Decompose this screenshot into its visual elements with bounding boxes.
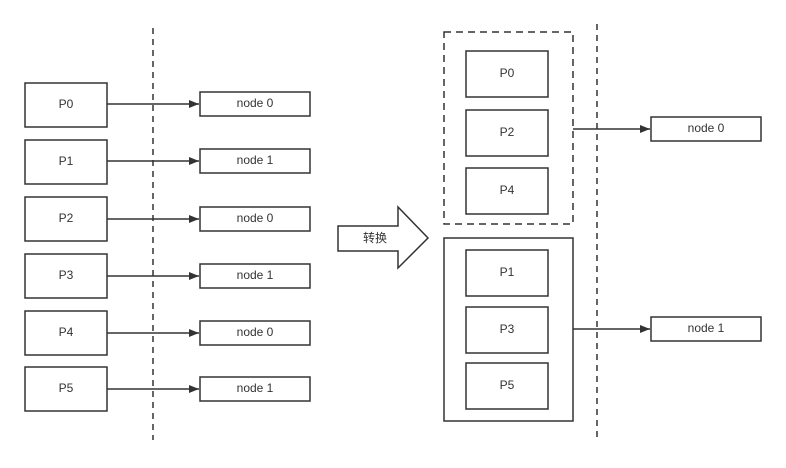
partition-label: P4 (500, 183, 515, 197)
partition-box (465, 306, 549, 354)
partition-label: P5 (500, 378, 515, 392)
partition-label: P5 (59, 381, 74, 395)
partition-label: P1 (59, 154, 74, 168)
partition-label: P1 (500, 265, 515, 279)
node-label: node 1 (688, 321, 725, 335)
left-row-2: P2 node 0 (24, 196, 311, 242)
partition-box (465, 109, 549, 157)
partition-box (24, 366, 108, 412)
partition-box (24, 139, 108, 185)
partition-box (24, 82, 108, 128)
node-box (199, 376, 311, 402)
partition-label: P2 (500, 125, 515, 139)
transform-label: 转换 (363, 230, 387, 245)
block-arrow-shape (337, 205, 430, 270)
partition-label: P0 (500, 66, 515, 80)
left-row-3: P3 node 1 (24, 253, 311, 299)
left-row-4: P4 node 0 (24, 310, 311, 356)
partition-label: P4 (59, 325, 74, 339)
node-label: node 1 (237, 268, 274, 282)
node-label: node 1 (237, 153, 274, 167)
partition-box (465, 167, 549, 215)
partition-label: P2 (59, 211, 74, 225)
partition-box (465, 249, 549, 297)
group-border-dashed (443, 31, 574, 225)
left-row-1: P1 node 1 (24, 139, 311, 185)
node-label: node 0 (237, 96, 274, 110)
node-box (199, 91, 311, 117)
node-box (199, 263, 311, 289)
left-row-0: P0 node 0 (24, 82, 311, 128)
node-box (650, 116, 762, 142)
node-box (199, 206, 311, 232)
node-label: node 0 (237, 325, 274, 339)
node-label: node 0 (688, 121, 725, 135)
partition-box (24, 310, 108, 356)
partition-label: P3 (500, 322, 515, 336)
transform-arrow: 转换 (337, 205, 430, 270)
right-group-0: P0 P2 P4 node 0 (443, 31, 762, 225)
right-group-1: P1 P3 P5 node 1 (443, 237, 762, 422)
node-box (199, 320, 311, 346)
node-box (650, 316, 762, 342)
node-label: node 1 (237, 381, 274, 395)
partition-box (465, 362, 549, 410)
partition-label: P0 (59, 97, 74, 111)
node-label: node 0 (237, 211, 274, 225)
partition-label: P3 (59, 268, 74, 282)
partition-box (465, 50, 549, 98)
node-box (199, 148, 311, 174)
left-row-5: P5 node 1 (24, 366, 311, 412)
